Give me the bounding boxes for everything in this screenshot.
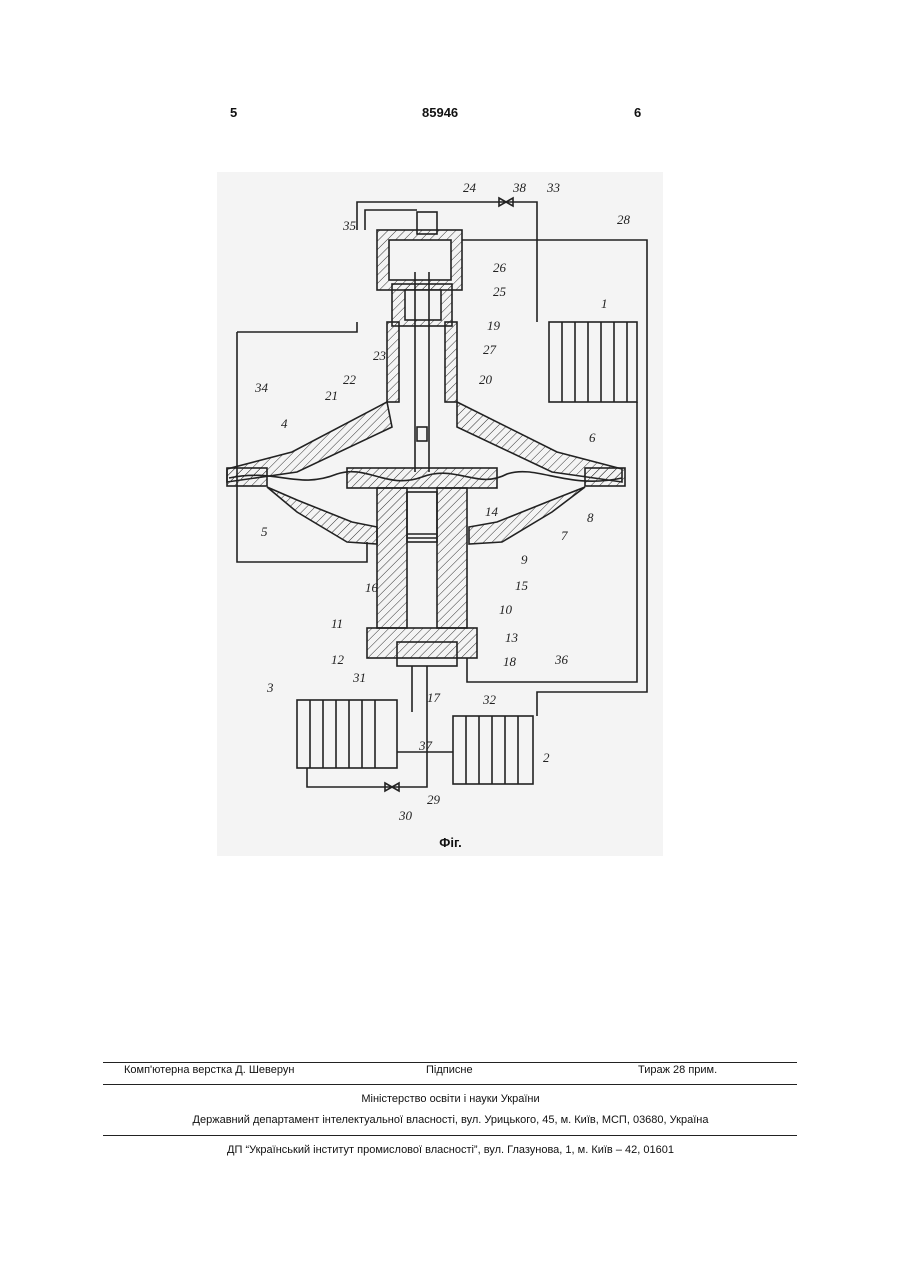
svg-text:17: 17 <box>427 690 441 705</box>
svg-text:6: 6 <box>589 430 596 445</box>
svg-text:36: 36 <box>554 652 569 667</box>
institute-line: ДП “Український інститут промислової вла… <box>0 1144 901 1156</box>
footer-rule-bottom <box>103 1135 797 1136</box>
svg-text:3: 3 <box>266 680 274 695</box>
svg-text:37: 37 <box>418 738 433 753</box>
svg-text:16: 16 <box>365 580 379 595</box>
svg-text:18: 18 <box>503 654 517 669</box>
footer-rule-middle <box>103 1084 797 1085</box>
circulation: Тираж 28 прим. <box>638 1064 717 1076</box>
svg-text:12: 12 <box>331 652 345 667</box>
svg-text:14: 14 <box>485 504 499 519</box>
department-line: Державний департамент інтелектуальної вл… <box>0 1114 901 1126</box>
svg-text:25: 25 <box>493 284 507 299</box>
svg-text:29: 29 <box>427 792 441 807</box>
svg-text:11: 11 <box>331 616 343 631</box>
svg-text:10: 10 <box>499 602 513 617</box>
svg-text:27: 27 <box>483 342 497 357</box>
page-number-left: 5 <box>230 105 237 120</box>
svg-text:4: 4 <box>281 416 288 431</box>
figure-caption: Фіг. <box>0 835 901 850</box>
signed-label: Підписне <box>426 1064 473 1076</box>
patent-number: 85946 <box>422 105 458 120</box>
page-number-right: 6 <box>634 105 641 120</box>
svg-text:19: 19 <box>487 318 501 333</box>
footer-rule-top <box>103 1062 797 1063</box>
ministry-line: Міністерство освіти і науки України <box>0 1093 901 1105</box>
svg-text:22: 22 <box>343 372 357 387</box>
svg-text:13: 13 <box>505 630 519 645</box>
svg-text:30: 30 <box>398 808 413 823</box>
svg-text:32: 32 <box>482 692 497 707</box>
svg-text:33: 33 <box>546 180 561 195</box>
svg-text:8: 8 <box>587 510 594 525</box>
svg-text:28: 28 <box>617 212 631 227</box>
svg-text:2: 2 <box>543 750 550 765</box>
svg-text:5: 5 <box>261 524 268 539</box>
svg-text:38: 38 <box>512 180 527 195</box>
technical-drawing: 24 38 33 35 28 26 25 1 19 23 27 34 22 20… <box>217 172 663 856</box>
svg-text:7: 7 <box>561 528 568 543</box>
svg-text:34: 34 <box>254 380 269 395</box>
svg-text:26: 26 <box>493 260 507 275</box>
svg-text:23: 23 <box>373 348 387 363</box>
svg-text:21: 21 <box>325 388 338 403</box>
svg-text:20: 20 <box>479 372 493 387</box>
svg-text:9: 9 <box>521 552 528 567</box>
svg-text:24: 24 <box>463 180 477 195</box>
svg-text:1: 1 <box>601 296 608 311</box>
svg-text:31: 31 <box>352 670 366 685</box>
svg-text:15: 15 <box>515 578 529 593</box>
svg-text:35: 35 <box>342 218 357 233</box>
layout-credit: Комп'ютерна верстка Д. Шеверун <box>124 1064 294 1076</box>
